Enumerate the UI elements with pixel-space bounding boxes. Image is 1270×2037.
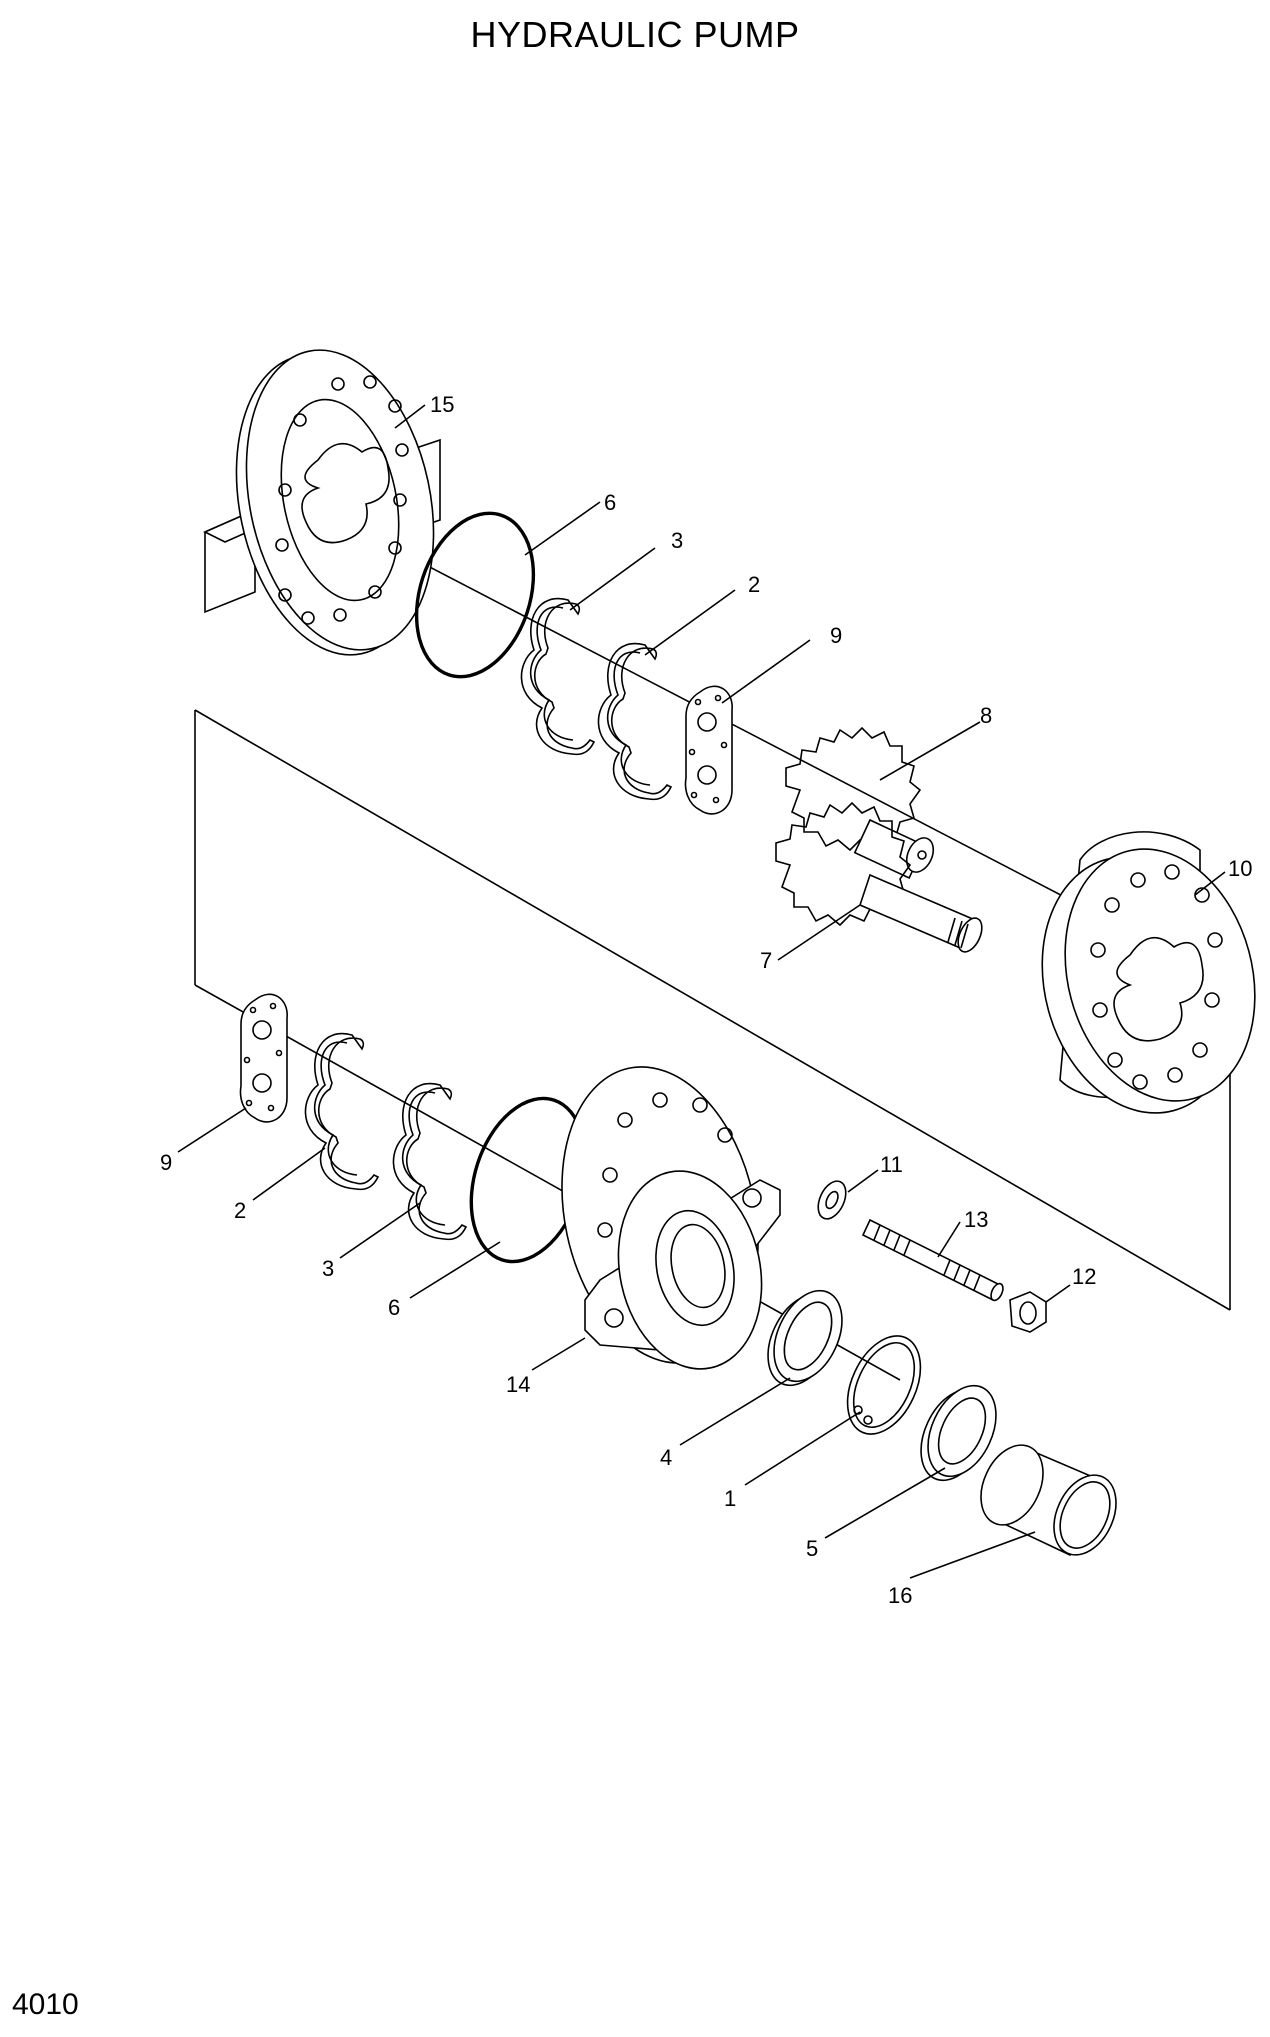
part-13-stud-bolt xyxy=(861,1218,1004,1302)
callout-11: 11 xyxy=(880,1152,903,1177)
part-6-o-ring-top xyxy=(414,511,536,679)
callout-12: 12 xyxy=(1072,1264,1096,1289)
callout-4: 4 xyxy=(660,1445,672,1470)
callout-2-top: 2 xyxy=(748,572,760,597)
part-3-backup-seal-top xyxy=(520,597,596,756)
callout-10: 10 xyxy=(1228,856,1252,881)
callout-7: 7 xyxy=(760,948,772,973)
callout-15: 15 xyxy=(430,392,454,417)
part-10-gear-body xyxy=(1041,831,1256,1114)
callout-3-top: 3 xyxy=(671,528,683,553)
callout-9-top: 9 xyxy=(830,623,842,648)
part-9-wear-plate-top xyxy=(684,685,733,815)
callout-8: 8 xyxy=(980,703,992,728)
part-4-bearing xyxy=(767,1289,843,1387)
part-9-wear-plate-bottom xyxy=(239,993,288,1123)
part-1-snap-ring xyxy=(846,1335,922,1435)
callout-13: 13 xyxy=(964,1207,988,1232)
callout-2-bottom: 2 xyxy=(234,1198,246,1223)
callout-6-bottom: 6 xyxy=(388,1295,400,1320)
callout-5: 5 xyxy=(806,1536,818,1561)
part-7-drive-gear xyxy=(775,801,983,953)
page-number: 4010 xyxy=(12,1988,79,2021)
part-16-sleeve xyxy=(980,1444,1117,1557)
diagram-title: HYDRAULIC PUMP xyxy=(470,14,800,55)
callout-16: 16 xyxy=(888,1583,912,1608)
callout-labels: 15 6 3 2 9 8 10 7 9 2 3 6 11 13 12 14 4 … xyxy=(160,392,1252,1608)
leader-lines xyxy=(177,404,1226,1579)
callout-1: 1 xyxy=(724,1486,736,1511)
part-12-nut xyxy=(1009,1291,1047,1333)
callout-6-top: 6 xyxy=(604,490,616,515)
callout-14: 14 xyxy=(506,1372,530,1397)
part-14-front-cover xyxy=(561,1066,781,1370)
part-2-seal-bottom xyxy=(304,1032,380,1191)
part-3-backup-seal-bottom xyxy=(392,1082,468,1241)
part-2-seal-top xyxy=(597,642,673,801)
part-8-driven-gear xyxy=(785,726,935,880)
part-11-washer xyxy=(817,1180,847,1220)
part-5-oil-seal xyxy=(920,1384,997,1482)
callout-9-bottom: 9 xyxy=(160,1150,172,1175)
callout-3-bottom: 3 xyxy=(322,1256,334,1281)
part-15-rear-housing xyxy=(203,349,441,656)
